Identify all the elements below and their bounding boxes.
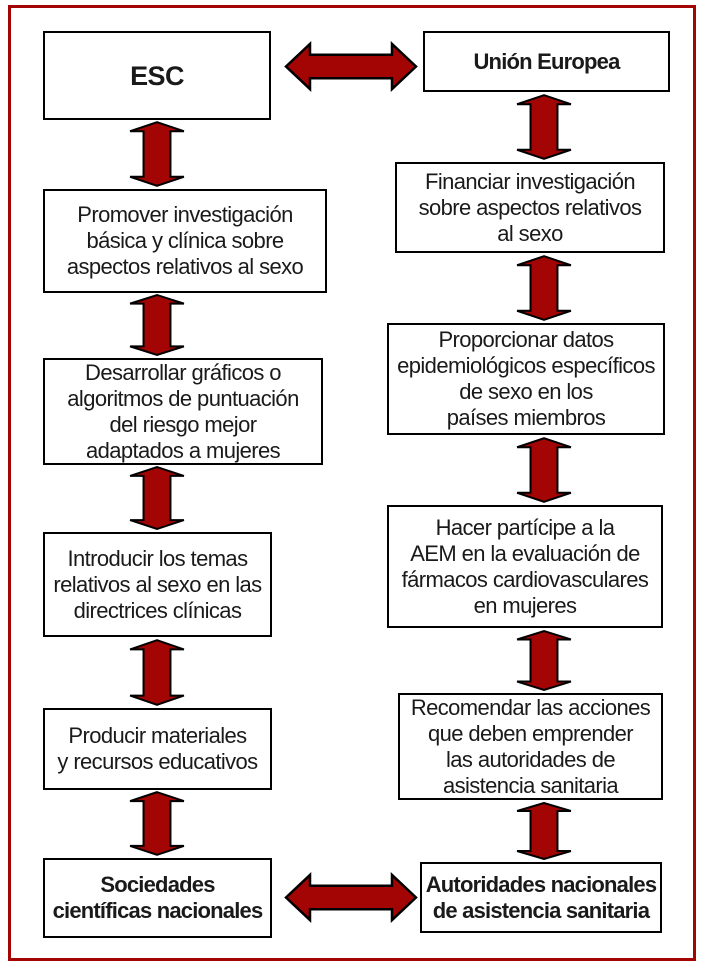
double-arrow-horizontal-icon <box>284 871 418 924</box>
double-arrow-horizontal-icon <box>284 40 418 93</box>
double-arrow-vertical-icon <box>128 121 186 187</box>
double-arrow-vertical-icon <box>128 639 186 706</box>
box-recomendar-label: Recomendar las acciones que deben empren… <box>410 694 651 798</box>
box-producir-materiales: Producir materiales y recursos educativo… <box>43 708 272 790</box>
box-esc-label: ESC <box>130 60 184 91</box>
box-desarrollar-graficos: Desarrollar gráficos o algoritmos de pun… <box>43 358 323 465</box>
double-arrow-vertical-icon <box>515 94 573 160</box>
box-introducir-temas: Introducir los temas relativos al sexo e… <box>43 532 272 637</box>
box-recomendar-acciones: Recomendar las acciones que deben empren… <box>398 693 663 800</box>
box-autoridades-nacionales: Autoridades nacionales de asistencia san… <box>420 862 662 933</box>
double-arrow-vertical-icon <box>515 630 573 691</box>
box-financiar-investigacion: Financiar investigación sobre aspectos r… <box>395 162 665 253</box>
double-arrow-vertical-icon <box>515 437 573 503</box>
double-arrow-vertical-icon <box>128 294 186 356</box>
box-autoridades-label: Autoridades nacionales de asistencia san… <box>425 871 657 923</box>
box-financiar-label: Financiar investigación sobre aspectos r… <box>418 168 642 246</box>
box-promover-investigacion: Promover investigación básica y clínica … <box>43 189 327 293</box>
box-hacer-label: Hacer partícipe a la AEM en la evaluació… <box>401 514 649 618</box>
box-promover-label: Promover investigación básica y clínica … <box>66 202 304 279</box>
double-arrow-vertical-icon <box>515 255 573 321</box>
box-proporcionar-label: Proporcionar datos epidemiológicos espec… <box>397 327 655 430</box>
box-union-europea: Unión Europea <box>423 31 670 92</box>
box-esc: ESC <box>43 31 271 120</box>
box-sociedades-cientificas: Sociedades científicas nacionales <box>43 858 272 938</box>
box-introducir-label: Introducir los temas relativos al sexo e… <box>53 545 262 623</box>
box-sociedades-label: Sociedades científicas nacionales <box>52 872 264 923</box>
box-hacer-participe: Hacer partícipe a la AEM en la evaluació… <box>387 505 663 628</box>
box-proporcionar-datos: Proporcionar datos epidemiológicos espec… <box>387 323 665 435</box>
double-arrow-vertical-icon <box>128 466 186 530</box>
outer-frame <box>8 5 696 961</box>
double-arrow-vertical-icon <box>128 791 186 856</box>
box-union-europea-label: Unión Europea <box>473 48 620 74</box>
double-arrow-vertical-icon <box>515 802 573 860</box>
box-desarrollar-label: Desarrollar gráficos o algoritmos de pun… <box>67 359 299 463</box>
box-producir-label: Producir materiales y recursos educativo… <box>57 723 258 774</box>
